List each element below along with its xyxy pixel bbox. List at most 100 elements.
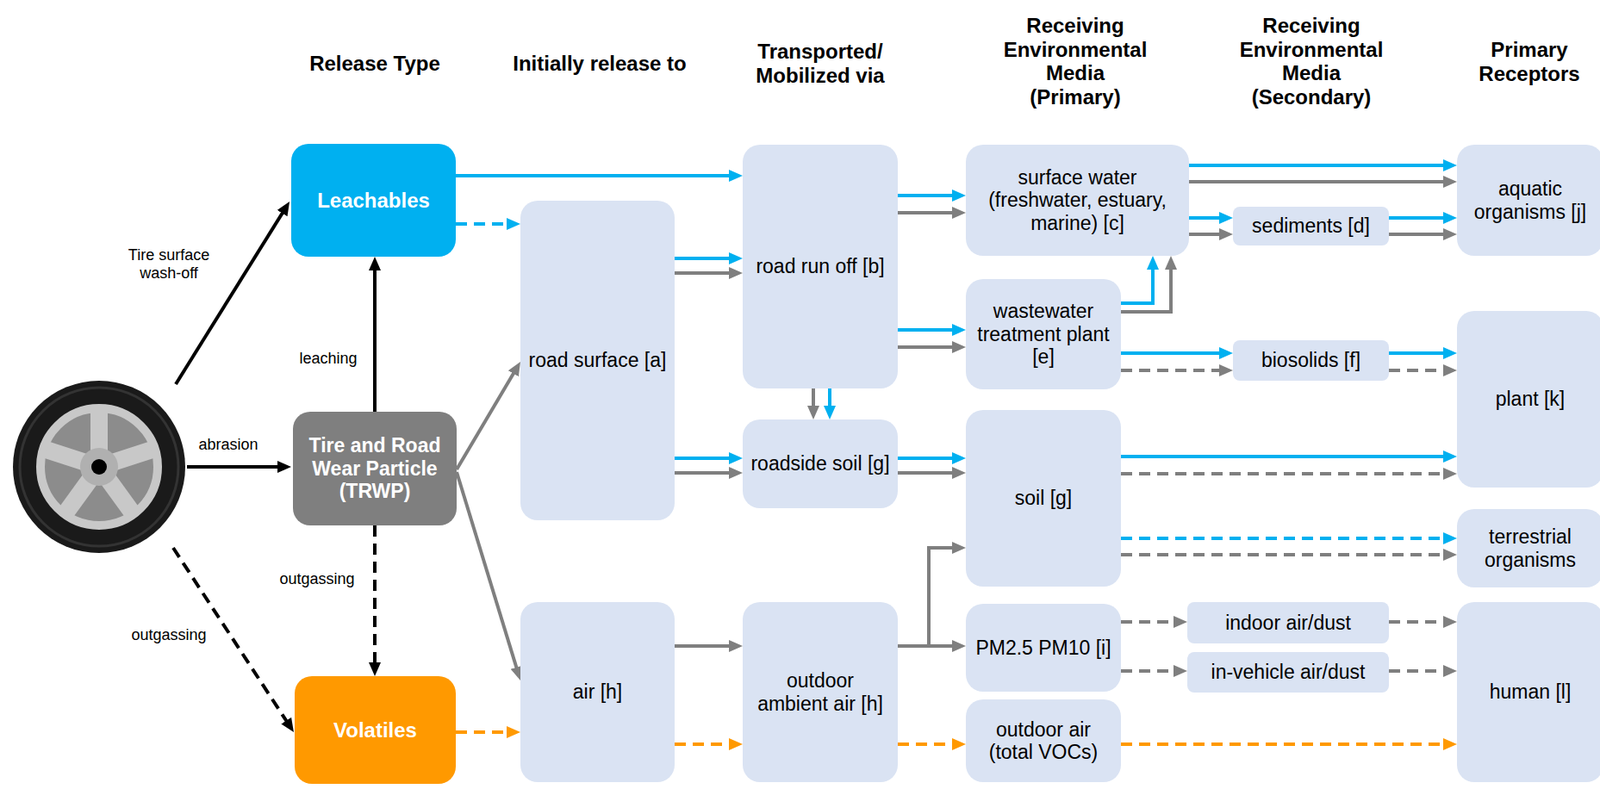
- box-text: indoor air/dust: [1225, 611, 1351, 635]
- flow-arrow: [1388, 368, 1447, 373]
- box-text: road run off [b]: [755, 255, 885, 278]
- flow-arrow: [674, 742, 733, 747]
- flow-arrow: [1120, 553, 1447, 557]
- flow-arrow: [674, 644, 733, 648]
- process-box: soil [g]: [965, 410, 1121, 587]
- process-box: Volatiles: [294, 676, 456, 785]
- process-box: Leachables: [291, 143, 456, 257]
- flow-arrow: [1120, 742, 1447, 747]
- box-text: plant [k]: [1495, 387, 1566, 411]
- box-text: PM2.5 PM10 [i]: [975, 636, 1111, 660]
- flow-arrow: [373, 525, 377, 667]
- process-box: road surface [a]: [520, 200, 675, 521]
- process-box: human [l]: [1456, 602, 1600, 783]
- wheel-spokes: [43, 411, 155, 517]
- flow-arrow: [1120, 454, 1447, 459]
- process-box: PM2.5 PM10 [i]: [965, 603, 1121, 692]
- flow-arrow: [1388, 216, 1447, 220]
- arrow-label: leaching: [289, 349, 368, 368]
- box-text: Leachables: [317, 188, 430, 213]
- box-text: soil [g]: [1014, 486, 1072, 510]
- process-box: terrestrial organisms: [1456, 509, 1600, 588]
- flow-arrow: [1189, 163, 1447, 168]
- flow-arrow: [1388, 351, 1447, 355]
- flow-arrow: [828, 388, 832, 410]
- flow-arrow: [897, 328, 956, 332]
- process-box: outdoor air (total VOCs): [965, 699, 1121, 783]
- flow-arrow: [674, 256, 733, 261]
- flow-arrow: [1189, 216, 1223, 220]
- box-text: sediments [d]: [1251, 214, 1370, 237]
- flow-arrow: [373, 267, 377, 412]
- flow-arrow: [1189, 232, 1223, 237]
- flow-arrow: [674, 271, 733, 275]
- box-text: road surface [a]: [529, 348, 667, 372]
- flow-arrow: [897, 644, 956, 648]
- column-header: Transported/ Mobilized via: [742, 39, 898, 88]
- column-header: Initially release to: [479, 51, 721, 76]
- process-box: roadside soil [g]: [742, 419, 898, 509]
- tire-groove: [19, 387, 179, 547]
- box-text: outdoor ambient air [h]: [749, 669, 891, 716]
- box-text: Volatiles: [333, 718, 418, 743]
- wash-off-arrow: [175, 210, 285, 385]
- arrow-label: outgassing: [121, 626, 217, 645]
- flow-arrow: [1120, 351, 1223, 355]
- flow-arrow: [1120, 536, 1447, 541]
- process-box: wastewater treatment plant [e]: [965, 279, 1121, 390]
- process-box: road run off [b]: [742, 144, 898, 389]
- tire-tread: [12, 380, 186, 554]
- flow-arrow: [1120, 472, 1447, 476]
- flow-arrow: [897, 193, 956, 198]
- process-box: aquatic organisms [j]: [1456, 144, 1600, 256]
- process-box: plant [k]: [1456, 311, 1600, 488]
- process-box: Tire and Road Wear Particle (TRWP): [292, 411, 457, 526]
- flow-arrow: [455, 222, 511, 226]
- process-box: in-vehicle air/dust: [1187, 652, 1389, 693]
- flow-arrow: [1388, 669, 1447, 673]
- flow-arrow: [1120, 669, 1177, 673]
- flow-arrow: [674, 456, 733, 461]
- box-text: roadside soil [g]: [750, 452, 890, 475]
- flow-arrow: [1388, 620, 1447, 624]
- wheel-hub: [80, 448, 119, 486]
- column-header: Receiving Environmental Media (Secondary…: [1236, 13, 1388, 109]
- flow-arrow: [456, 370, 516, 470]
- process-box: surface water (freshwater, estuary, mari…: [965, 144, 1190, 256]
- flow-arrow: [897, 211, 956, 215]
- flow-arrow: [1120, 266, 1171, 312]
- process-box: air [h]: [520, 602, 675, 783]
- arrow-label: outgassing: [269, 570, 365, 589]
- box-text: wastewater treatment plant [e]: [972, 299, 1115, 368]
- wheel-rim: [40, 408, 158, 526]
- column-header: Receiving Environmental Media (Primary): [1000, 13, 1152, 109]
- arrow-label: abrasion: [185, 435, 272, 455]
- box-text: Tire and Road Wear Particle (TRWP): [299, 434, 450, 503]
- tire-illustration: [12, 380, 186, 554]
- flow-arrow: [674, 471, 733, 475]
- flow-arrow: [897, 547, 956, 647]
- box-text: human [l]: [1489, 680, 1572, 704]
- flow-arrow: [1120, 620, 1177, 624]
- box-text: surface water (freshwater, estuary, mari…: [972, 166, 1183, 235]
- flow-arrow: [1120, 266, 1153, 304]
- flow-arrow: [897, 456, 956, 461]
- column-header: Primary Receptors: [1464, 37, 1594, 86]
- box-text: aquatic organisms [j]: [1463, 177, 1597, 224]
- process-box: indoor air/dust: [1187, 602, 1389, 644]
- abrasion-arrow: [186, 465, 281, 469]
- flow-arrow: [1120, 368, 1223, 373]
- column-header: Release Type: [271, 51, 479, 76]
- flow-arrow: [456, 472, 518, 672]
- flow-arrow: [455, 174, 733, 178]
- flow-arrow: [897, 742, 956, 747]
- flow-arrow: [455, 730, 511, 735]
- flow-arrow: [897, 345, 956, 349]
- box-text: outdoor air (total VOCs): [972, 718, 1115, 765]
- wheel-center: [91, 459, 107, 475]
- flow-arrow: [897, 471, 956, 475]
- process-box: biosolids [f]: [1232, 340, 1389, 381]
- flow-arrow: [1189, 180, 1447, 184]
- flow-arrow: [811, 388, 816, 410]
